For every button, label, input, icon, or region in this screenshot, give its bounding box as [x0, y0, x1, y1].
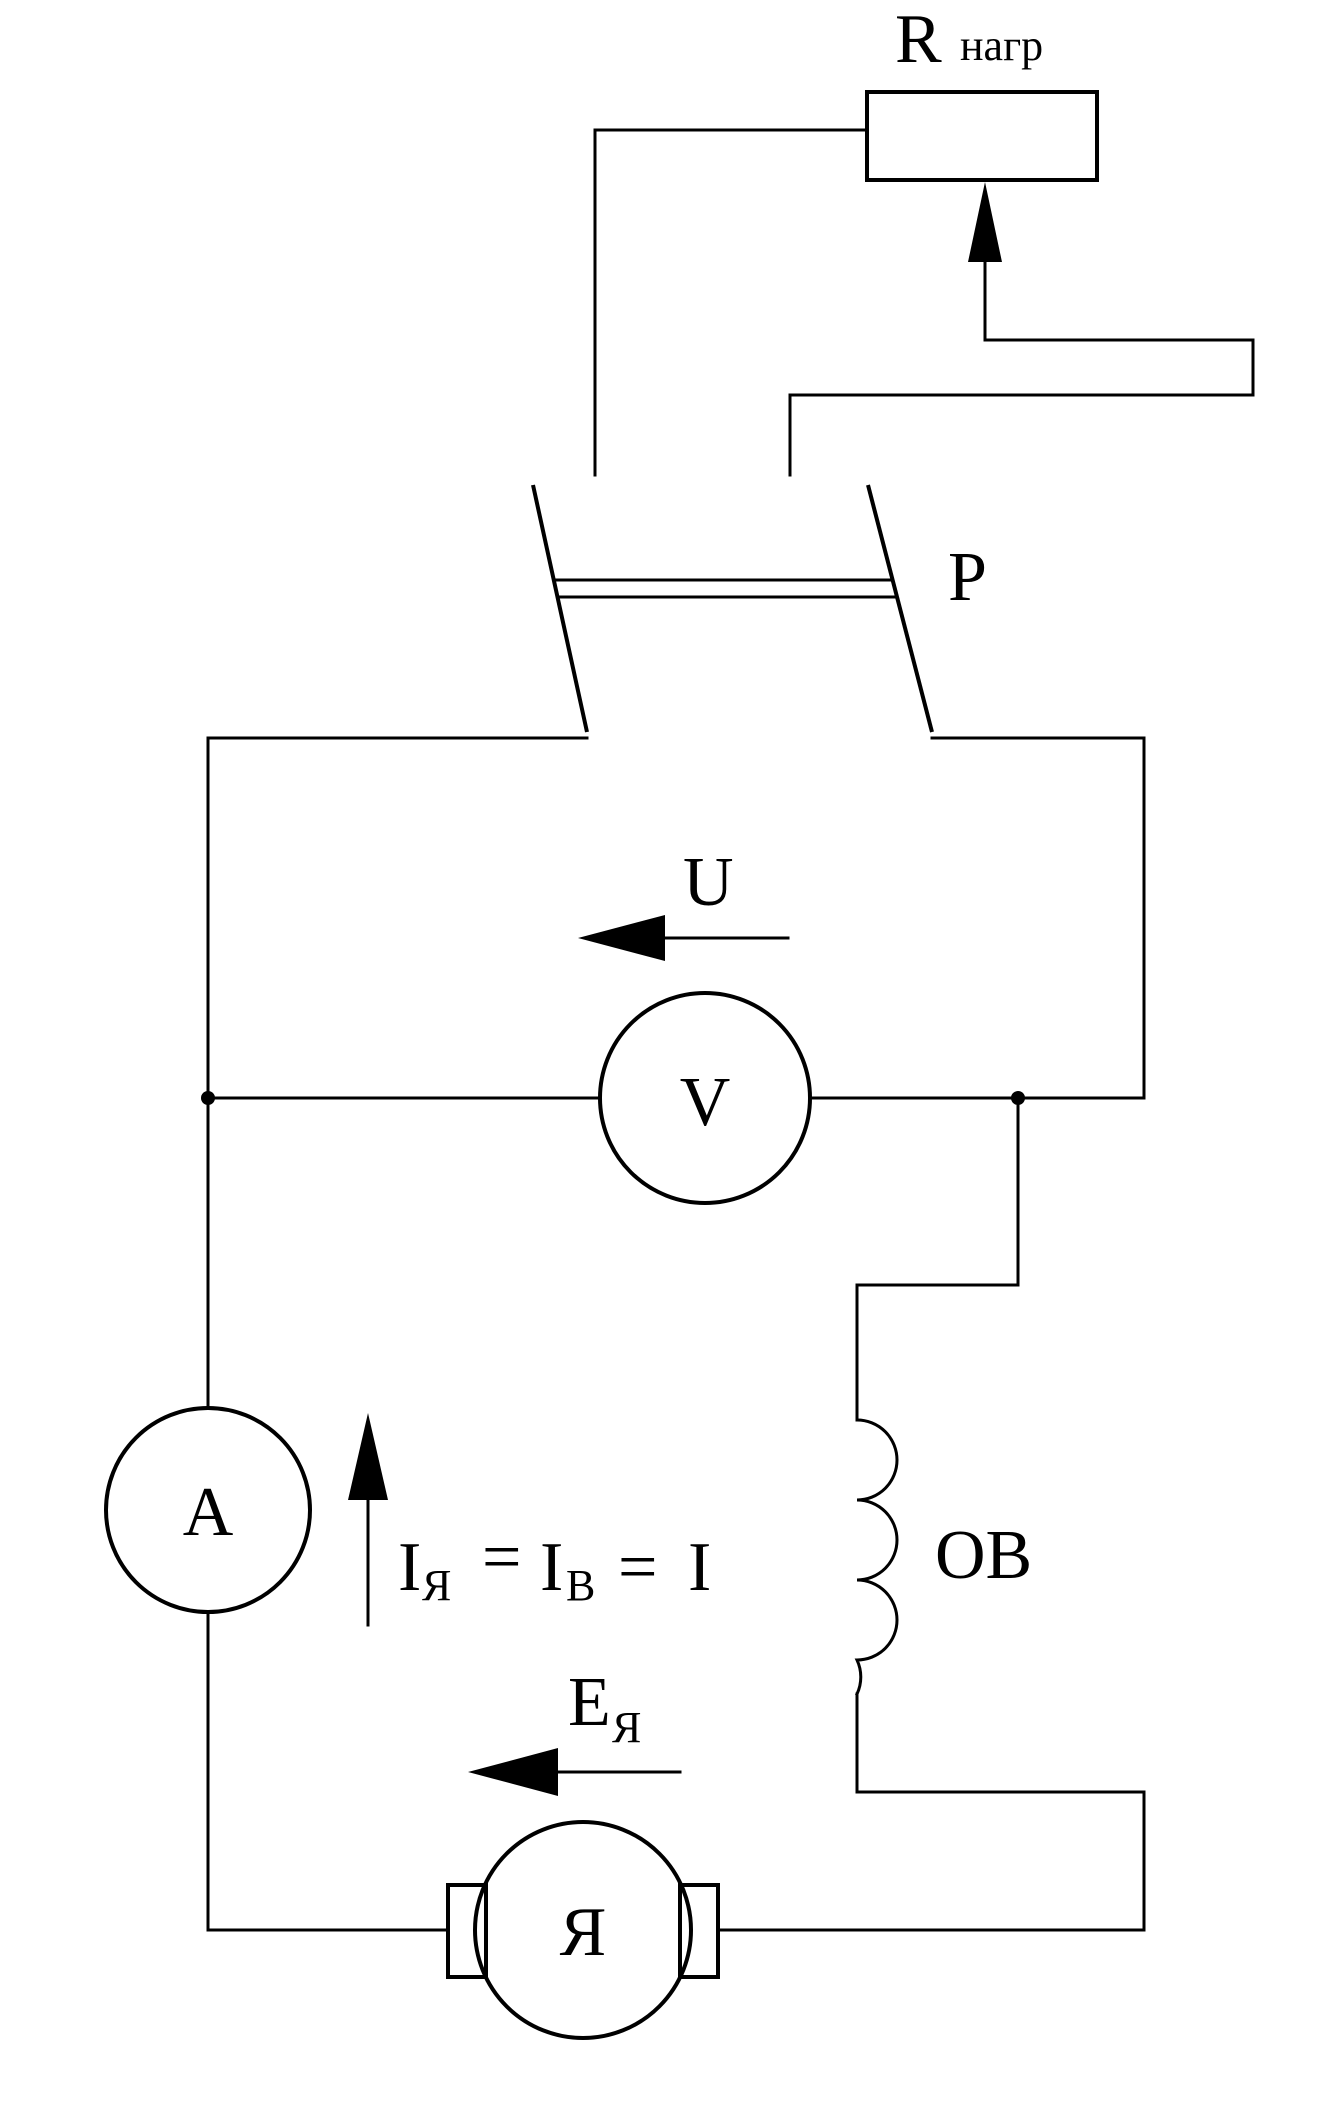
emf-label-sub: Я: [612, 1703, 641, 1752]
equals-2: =: [618, 1529, 657, 1606]
load-resistor-label-sub: нагр: [960, 21, 1043, 70]
voltage-label: U: [683, 844, 734, 921]
wire-slider: [788, 338, 1255, 477]
current-I2: I: [540, 1529, 563, 1606]
armature-circle: [473, 1820, 693, 2040]
armature-brush-left: [446, 1883, 488, 1979]
voltage-arrow: U: [578, 844, 790, 961]
switch-label: P: [948, 539, 987, 616]
current-I: I: [688, 1529, 711, 1606]
equals-1: =: [482, 1519, 521, 1596]
switch-blade-left: [531, 484, 589, 733]
load-resistor-body: [865, 90, 1099, 182]
wire-left-bottom: [206, 1610, 450, 1932]
emf-arrow: E Я: [468, 1664, 682, 1796]
switch-p: P: [531, 484, 987, 733]
wire-resistor-left: [593, 128, 869, 477]
armature: Я: [446, 1820, 720, 2040]
voltmeter-label: V: [680, 1064, 731, 1141]
current-equation: I Я = I B = I: [398, 1519, 711, 1610]
emf-arrow-head-icon: [468, 1748, 558, 1796]
current-sub1: Я: [422, 1561, 451, 1610]
current-arrow: [348, 1413, 388, 1627]
resistor-slider-arrow-icon: [968, 182, 1002, 262]
field-coil: [854, 1418, 899, 1696]
field-coil-label: OB: [935, 1517, 1032, 1594]
wire-right-mid: [855, 1096, 1020, 1422]
load-resistor-label: R: [895, 1, 942, 78]
emf-label: E: [568, 1664, 611, 1741]
voltmeter: V: [201, 991, 1025, 1205]
ammeter: A: [104, 1406, 312, 1614]
armature-label: Я: [560, 1894, 607, 1971]
wire-right-bottom: [716, 1790, 1146, 1932]
switch-blade-right: [866, 484, 934, 733]
ammeter-label: A: [183, 1474, 234, 1551]
voltage-arrow-head-icon: [578, 915, 665, 961]
wire-right-top: [930, 736, 1146, 1100]
wire-left-top: [206, 736, 589, 1100]
load-resistor: R нагр: [593, 1, 1255, 477]
current-arrow-head-icon: [348, 1413, 388, 1500]
current-sub2: B: [566, 1561, 595, 1610]
current-I1: I: [398, 1529, 421, 1606]
armature-brush-right: [678, 1883, 720, 1979]
